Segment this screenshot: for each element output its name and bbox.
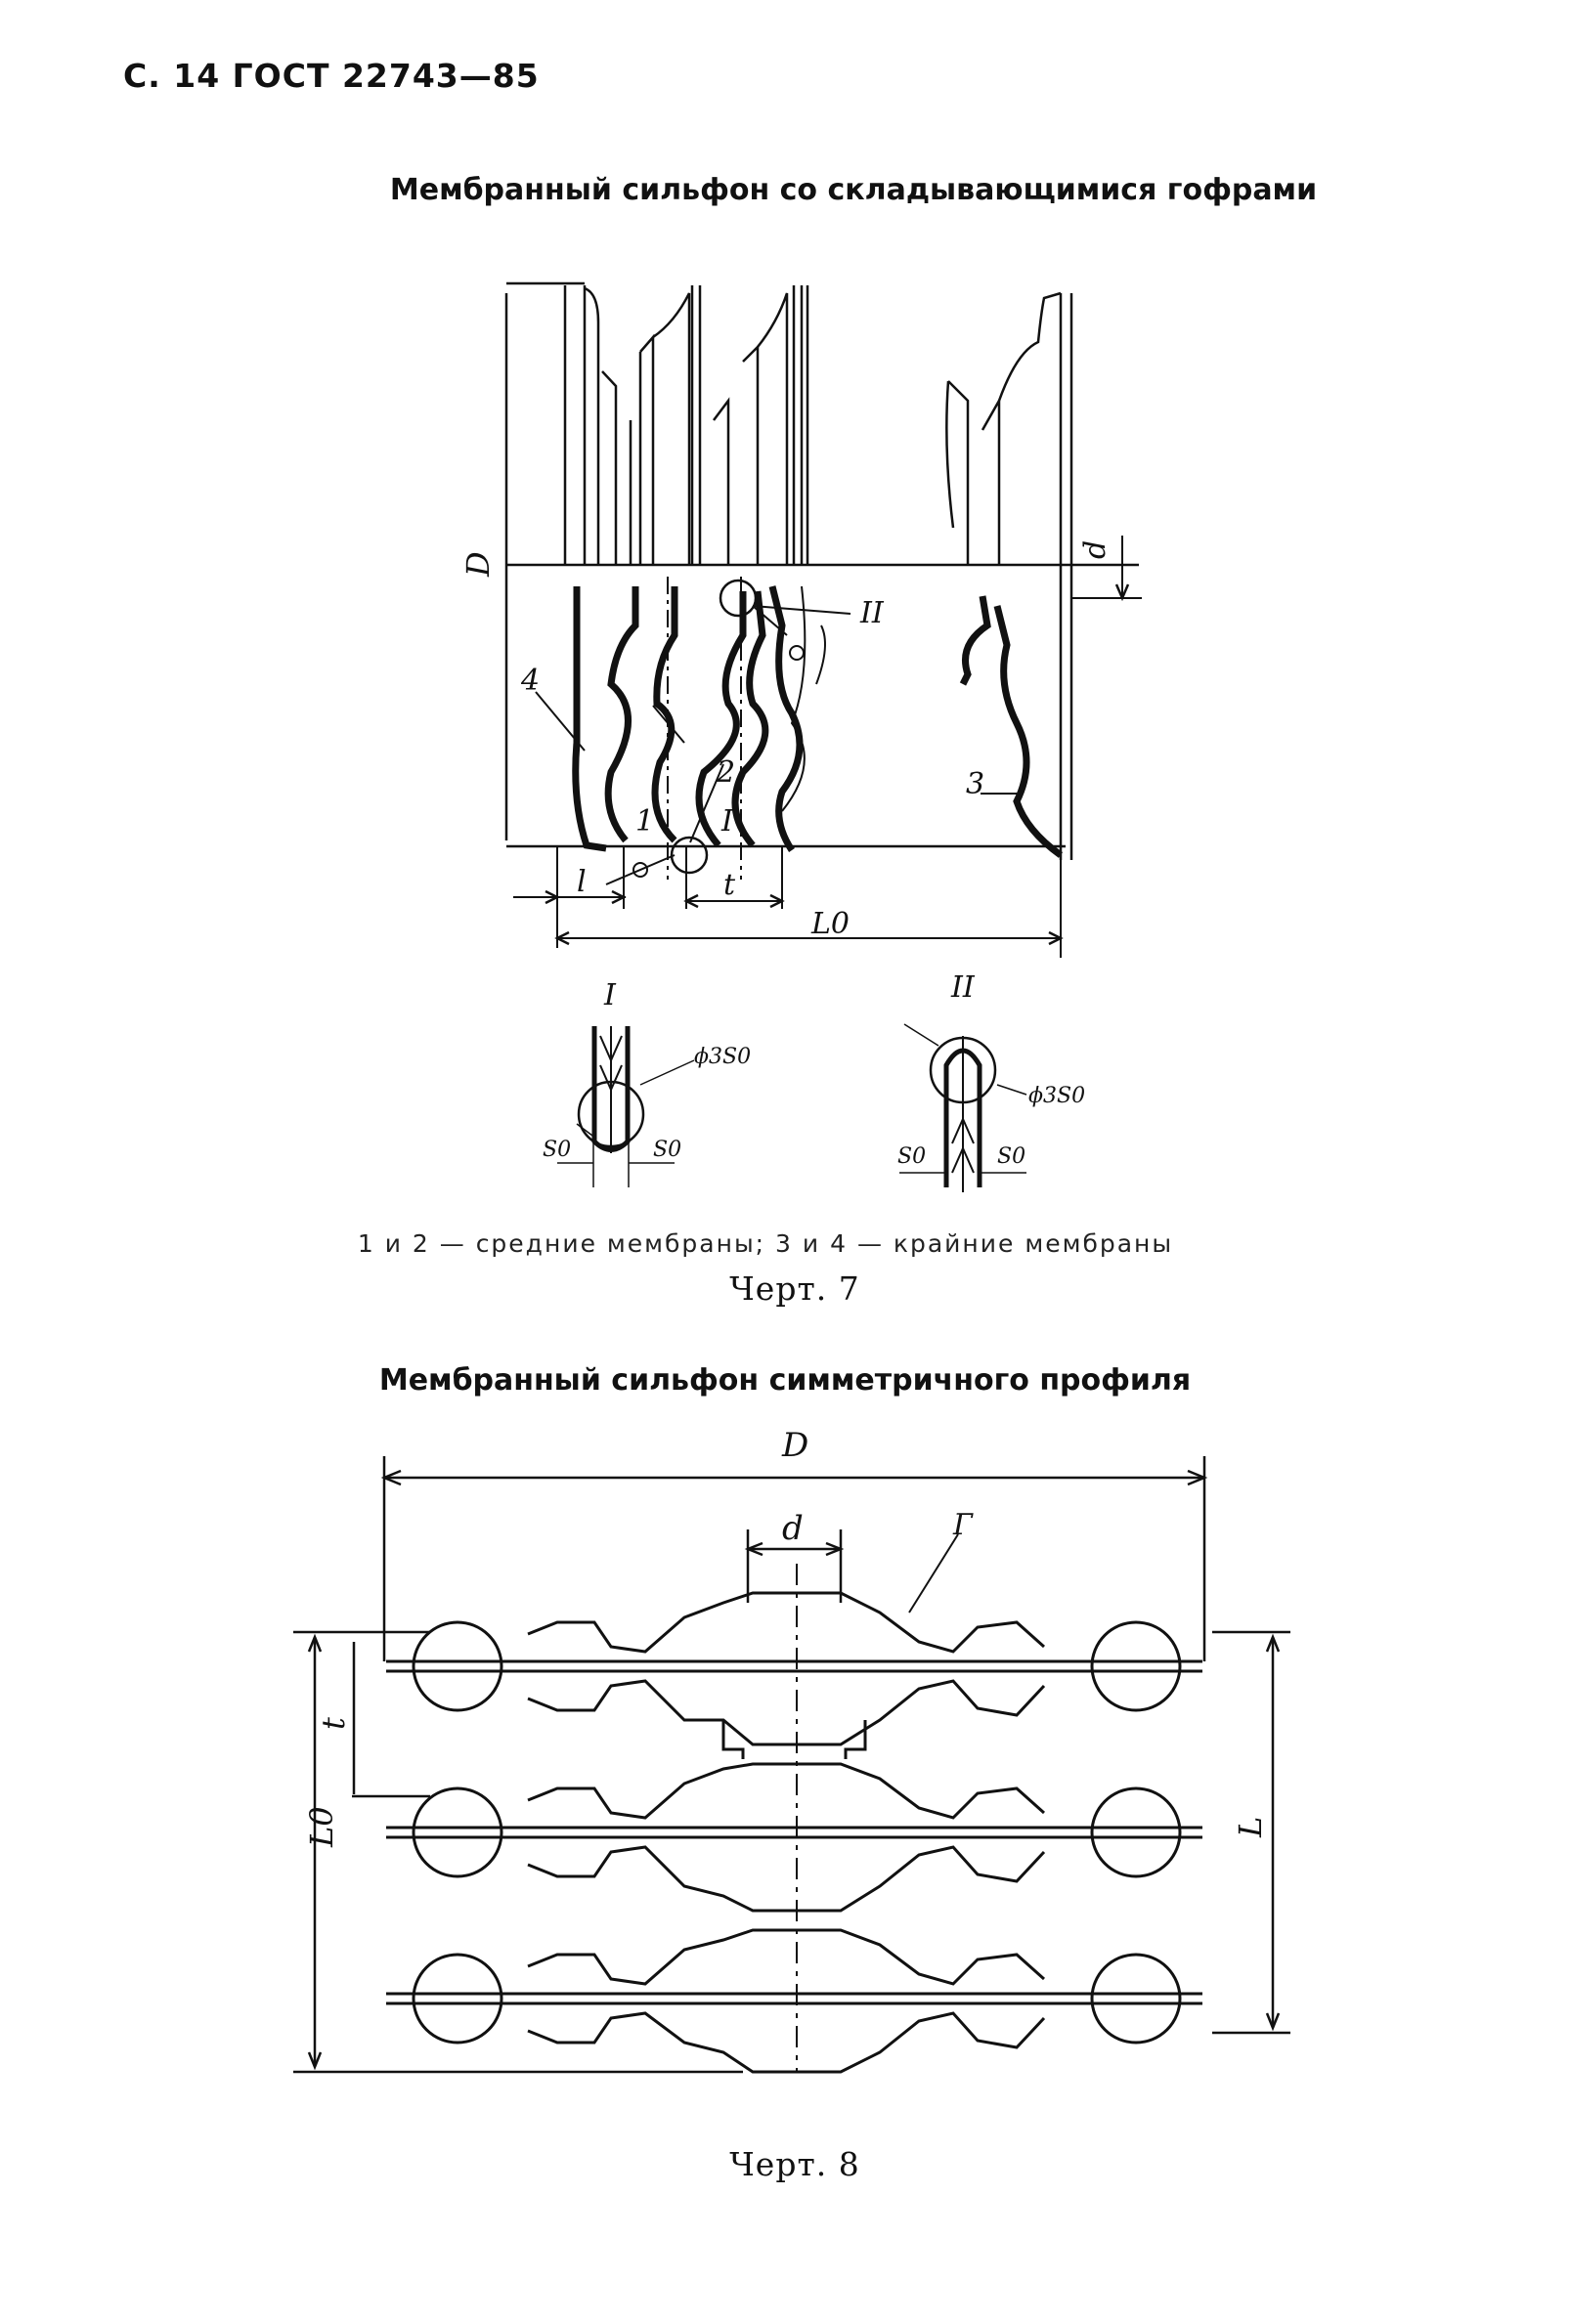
figure8-caption: Черт. 8	[729, 2145, 860, 2183]
upper-shells	[563, 285, 1073, 860]
label-l: l	[577, 865, 587, 899]
detail-II-title: II	[950, 970, 976, 1005]
label-4: 4	[520, 664, 540, 698]
detail-I-marker	[670, 836, 709, 875]
detail-II-s0-right: S0	[997, 1144, 1025, 1169]
figure7-caption: Черт. 7	[729, 1270, 860, 1308]
detail-I-s0-left: S0	[543, 1138, 571, 1162]
figure8-title: Мембранный сильфон симметричного профиля	[378, 1363, 1192, 1398]
fig8-label-t: t	[315, 1717, 352, 1730]
figure7-legend: 1 и 2 — средние мембраны; 3 и 4 — крайни…	[357, 1229, 1174, 1258]
membrane-unit-3	[386, 1928, 1202, 2074]
fig8-label-G: Г	[952, 1508, 974, 1542]
figure7-title: Мембранный сильфон со складывающимися го…	[389, 173, 1318, 207]
label-I-marker: I	[720, 804, 734, 839]
detail-II-s0-left: S0	[897, 1144, 926, 1169]
detail-II-marker	[719, 579, 758, 618]
label-1: 1	[635, 804, 654, 839]
page-header: С. 14 ГОСТ 22743—85	[123, 57, 540, 95]
membrane-unit-2	[386, 1762, 1202, 1913]
membrane-unit-1	[386, 1591, 1202, 1759]
fig8-label-L0: L0	[303, 1806, 340, 1848]
label-3: 3	[966, 767, 984, 801]
fig8-label-L: L	[1232, 1817, 1269, 1838]
detail-II-drawing	[899, 1023, 1027, 1192]
detail-I-diam: ϕ3S0	[694, 1045, 751, 1069]
label-D: D	[459, 551, 497, 578]
label-2: 2	[716, 755, 735, 790]
label-L0: L0	[810, 907, 850, 941]
fig8-label-d: d	[782, 1509, 804, 1548]
label-II-marker: II	[859, 596, 885, 630]
label-d: d	[1078, 540, 1112, 559]
detail-I-drawing	[557, 1026, 695, 1187]
detail-II-diam: ϕ3S0	[1028, 1084, 1085, 1108]
fig8-label-D: D	[781, 1426, 808, 1465]
label-t: t	[723, 868, 736, 902]
figure7-drawing: D d II 4 2 1 I 3 l t L0 I ϕ3S0 S0 S0 II …	[459, 281, 1142, 1192]
detail-I-title: I	[603, 978, 617, 1012]
detail-I-s0-right: S0	[653, 1138, 681, 1162]
